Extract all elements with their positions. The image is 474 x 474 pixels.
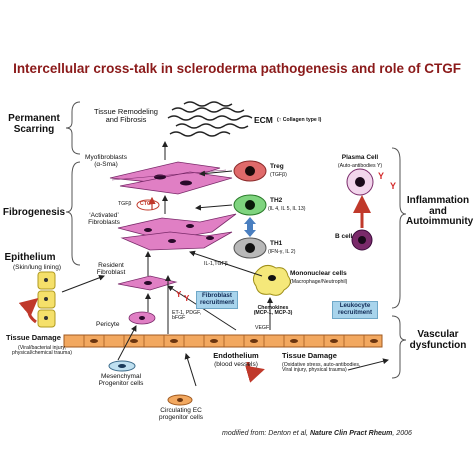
inflammation-bracket (391, 147, 407, 309)
section-inflammation: Inflammation and Autoimmunity (406, 195, 474, 227)
endothelium-label: Endothelium (213, 351, 259, 360)
myofibroblast-cells (109, 161, 233, 195)
mononuclear-label: Mononuclear cells (290, 270, 347, 277)
ecm-fibres (167, 101, 253, 137)
section-fibrogenesis: Fibrogenesis (2, 207, 66, 218)
source-citation: modified from: Denton et al, Nature Clin… (222, 430, 412, 437)
b-cell-label: B cell (335, 233, 353, 240)
tissue-damage-left-label: Tissue Damage (6, 333, 61, 342)
tissue-remodeling-label: Tissue Remodeling and Fibrosis (94, 107, 158, 124)
myofibroblasts-label: Myofibroblasts (α-Sma) (85, 154, 127, 168)
fibrogenesis-bracket (65, 161, 81, 266)
section-permanent-scarring: Permanent Scarring (8, 113, 60, 135)
th1-label: TH1 (270, 240, 283, 247)
leukocyte-recruitment-box: Leukocyte recruitment (332, 301, 378, 319)
tissue-damage-right-subtitle: (Oxidative stress, auto-antibodies, Vira… (282, 362, 361, 374)
mononuclear-subtitle: (Macrophage/Neutrophil) (290, 279, 348, 285)
tissue-damage-right-label: Tissue Damage (282, 351, 337, 360)
fibroblast-recruitment-box: Fibroblast recruitment (196, 291, 238, 309)
circulating-ec-label: Circulating EC progenitor cells (158, 407, 204, 421)
pericyte-label: Pericyte (96, 321, 120, 328)
treg-subtitle: (TGFβ) (270, 172, 287, 178)
epithelium-subtitle: (Skin/lung lining) (12, 264, 62, 271)
mesenchymal-label: Mesenchymal Progenitor cells (98, 373, 144, 387)
epithelium-red-arrow (18, 298, 39, 324)
plasma-cell-label: Plasma Cell (341, 154, 379, 161)
tgfb-label: TGFβ (118, 201, 132, 207)
activated-fibroblast-cells (117, 213, 237, 251)
activated-fibroblasts-label: ‘Activated’ Fibroblasts (88, 212, 120, 226)
endothelium-strip (63, 334, 383, 348)
section-vascular: Vascular dysfunction (409, 329, 467, 351)
treg-label: Treg (270, 163, 284, 170)
plasma-cell-subtitle: (Auto-antibodies Y) (337, 163, 383, 169)
antibody-y-2: Y (390, 181, 397, 191)
th1-subtitle: (IFN-γ, IL 2) (268, 249, 296, 255)
chemokines-label: Chemokines (MCP-1, MCP-3) (253, 305, 293, 317)
vegf-label: VEGF (255, 325, 270, 331)
section-epithelium: Epithelium (4, 252, 56, 263)
ecm-label: ECM (254, 115, 273, 125)
antibody-y-4: Y (184, 294, 190, 303)
epithelium-cells (37, 271, 56, 328)
page-title: Intercellular cross-talk in scleroderma … (13, 61, 461, 76)
th2-label: TH2 (270, 197, 283, 204)
growth-factors-label: ET-1, PDGF, bFGF (172, 310, 202, 322)
il1-tgfb-label: IL-1,TGFβ (204, 261, 228, 267)
ecm-subtitle: (↑ Collagen type I) (277, 117, 322, 123)
endothelium-subtitle: (blood vessels) (214, 361, 258, 368)
scarring-bracket (65, 101, 81, 155)
source-prefix: modified from: Denton et al, (222, 430, 310, 437)
tissue-damage-left-subtitle: (Viral/bacterial injury, physical/chemic… (12, 345, 72, 357)
source-year: , 2006 (392, 430, 412, 437)
antibody-y-3: Y (176, 290, 182, 299)
resident-fibroblast-label: Resident Fibroblast (96, 262, 126, 276)
pathway-arrows (61, 141, 389, 387)
th2-th1-arrow (244, 217, 256, 237)
th2-subtitle: (IL 4, IL 5, IL 13) (268, 206, 306, 212)
endothelium-red-arrow (245, 361, 265, 383)
vascular-bracket (391, 315, 407, 379)
source-journal: Nature Clin Pract Rheum (309, 430, 393, 437)
antibody-y-1: Y (378, 171, 385, 181)
ctgf-label: CTGF (140, 201, 155, 207)
